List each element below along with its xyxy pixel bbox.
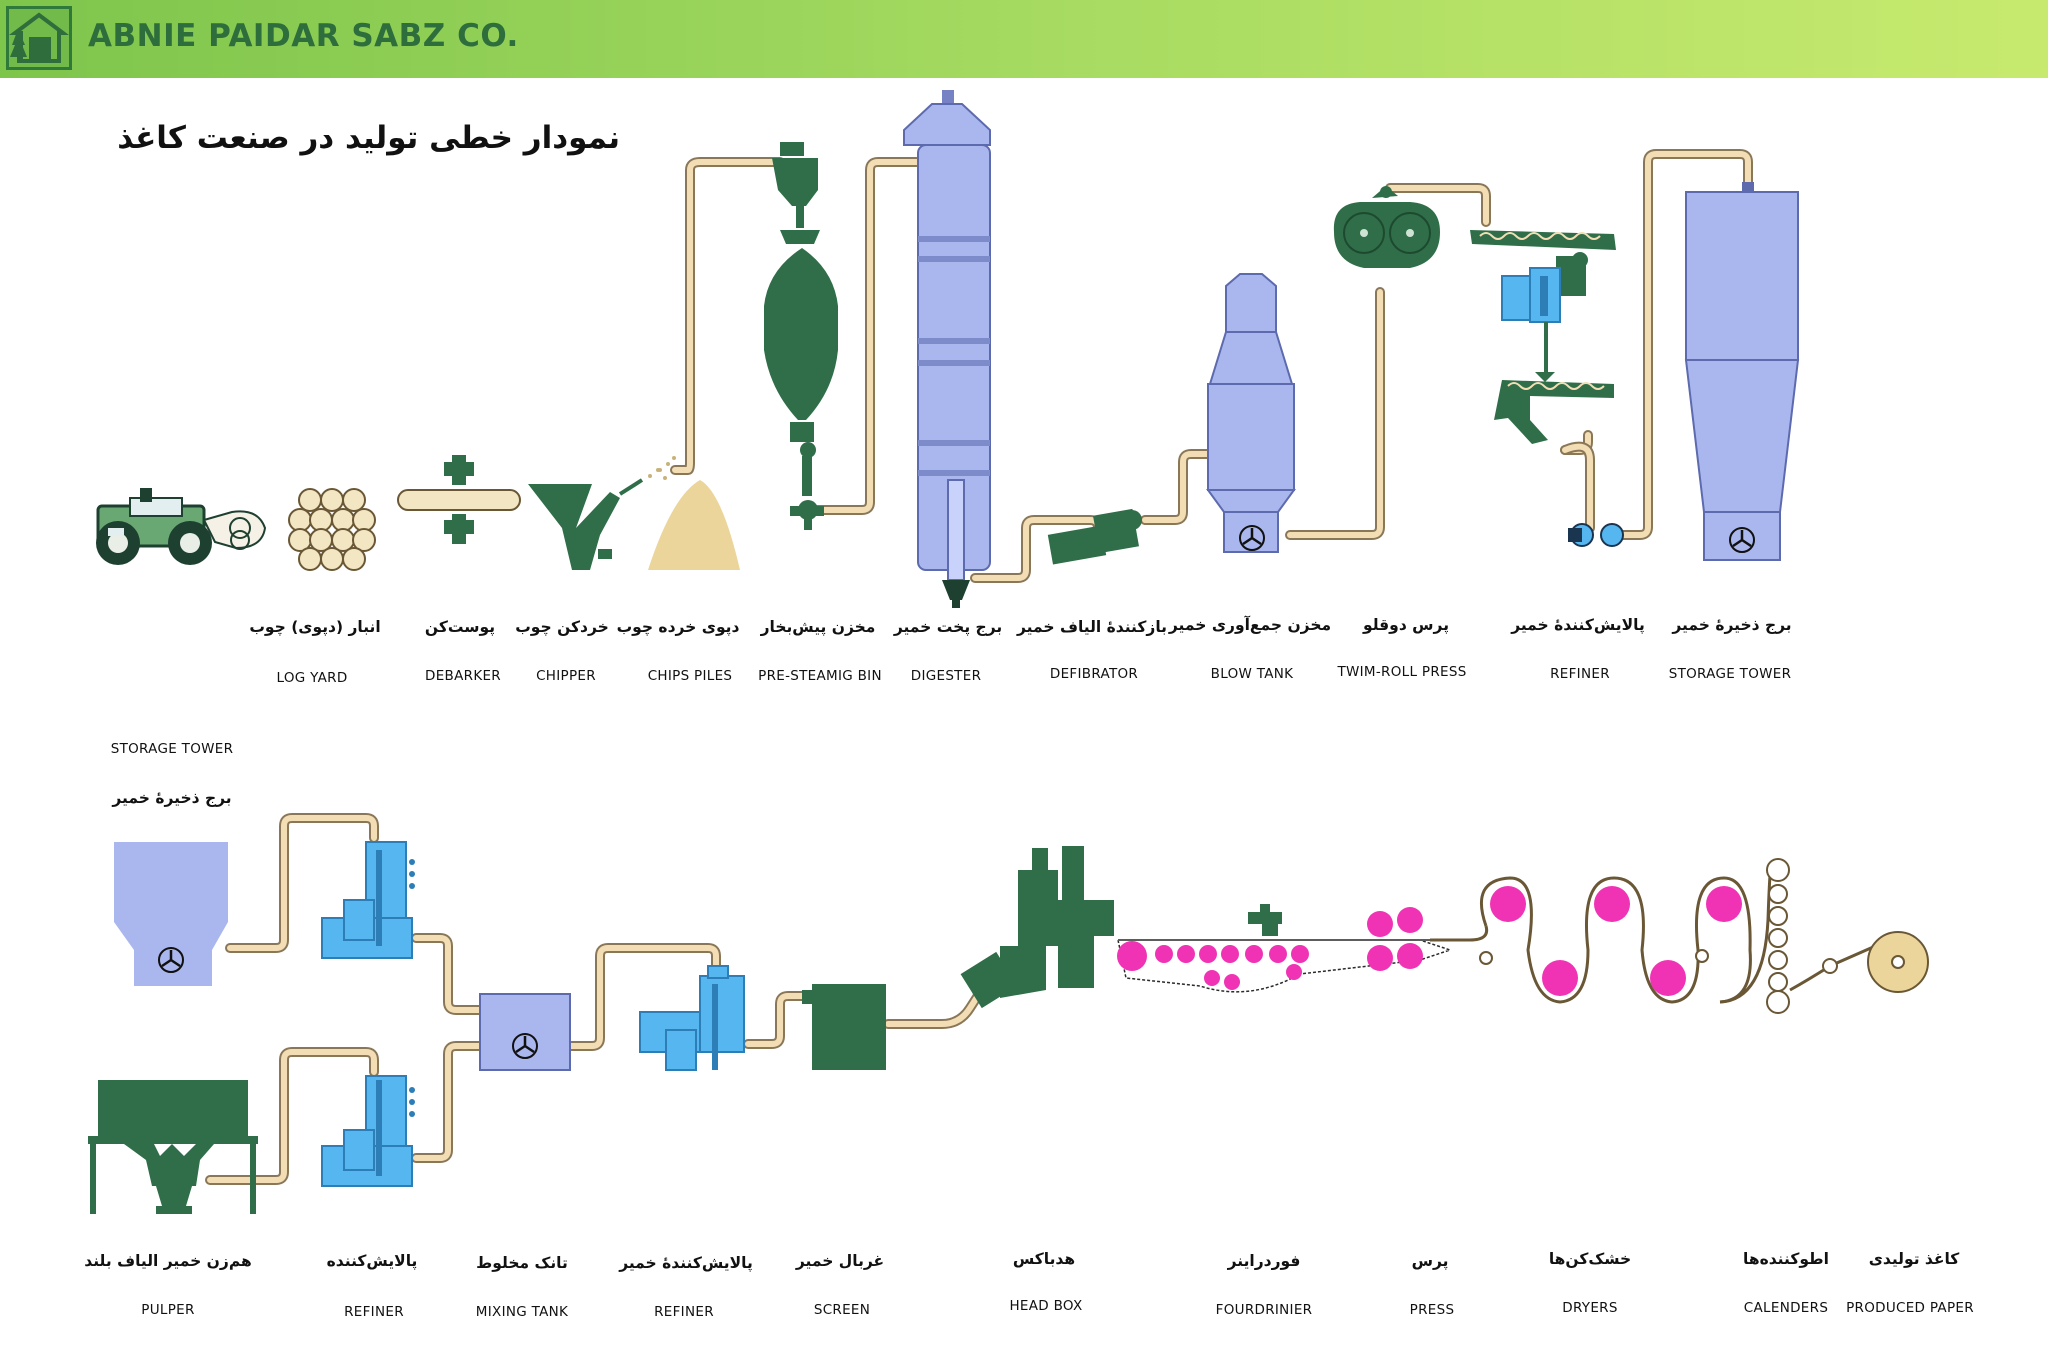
row1-label-fa: مخزن جمع‌آوری خمیر: [1168, 615, 1331, 634]
row1-label-en: REFINER: [1550, 666, 1610, 682]
refiner-upper-icon: [321, 841, 415, 959]
log-loader-icon: [96, 488, 267, 565]
row2-label-en: SCREEN: [814, 1302, 870, 1318]
screen-icon: [802, 984, 886, 1070]
row1-label-fa: پوست‌کن: [425, 618, 495, 637]
row2-label-en: FOURDRINIER: [1216, 1302, 1313, 1318]
log-pile-icon: [288, 488, 376, 571]
row2-label-en: DRYERS: [1562, 1300, 1617, 1316]
head-box-icon: [960, 846, 1114, 1009]
refiner-mid-icon: [639, 965, 745, 1071]
row2-label-fa: فوردراینر: [1227, 1252, 1301, 1270]
company-name: ABNIE PAIDAR SABZ CO.: [88, 18, 519, 54]
row1-label-en: BLOW TANK: [1211, 666, 1294, 682]
row2-pipes: [205, 813, 993, 1185]
pulper-icon: [88, 1080, 258, 1214]
paper-roll-icon: [1867, 931, 1929, 993]
row1-label-en: DEBARKER: [425, 668, 501, 684]
calenders-icon: [1719, 858, 1881, 1014]
chipper-icon: [528, 468, 667, 570]
row2-label-en: REFINER: [344, 1304, 404, 1320]
pre-steaming-bin-icon: [764, 142, 838, 530]
row1-label-en: LOG YARD: [276, 670, 347, 686]
row1-label-fa: بازکنندهٔ الیاف خمیر: [1016, 618, 1167, 636]
storage-tower-icon: [1684, 182, 1800, 561]
row1-label-en: CHIPS PILES: [648, 668, 733, 684]
defibrator-icon: [1047, 508, 1142, 565]
row2-label-fa: پالایش‌کننده: [327, 1252, 418, 1271]
row2-label-en: PULPER: [141, 1302, 194, 1318]
row2-label-en: MIXING TANK: [476, 1304, 569, 1320]
row1-pipes: [670, 149, 1753, 583]
diagram-title: نمودار خطی تولید در صنعت کاغذ: [117, 120, 620, 156]
row2-label-en: PRODUCED PAPER: [1846, 1300, 1974, 1316]
row1-label-fa: مخزن پیش‌بخار: [760, 618, 876, 637]
digester-icon: [903, 90, 991, 608]
row2-labels: STORAGE TOWER برج ذخیرهٔ خمیر هم‌زن خمیر…: [84, 741, 1974, 1320]
row1-label-fa: انبار (دپوی) چوب: [249, 618, 380, 637]
row1-label-fa: برج ذخیرهٔ خمیر: [1671, 616, 1791, 634]
row2-label-fa: غربال خمیر: [795, 1252, 884, 1270]
row2-label-en: CALENDERS: [1744, 1300, 1828, 1316]
storage-tower-small-icon: [114, 842, 228, 986]
storage-tower-row2-en: STORAGE TOWER: [111, 741, 234, 757]
dryers-icon: [1430, 876, 1752, 1004]
row2-label-fa: هدباکس: [1013, 1250, 1075, 1268]
row2-label-fa: هم‌زن خمیر الیاف بلند: [84, 1252, 252, 1270]
process-flow-diagram: انبار (دپوی) چوب LOG YARD پوست‌کن DEBARK…: [84, 90, 1974, 1320]
row1-label-fa: پالایش‌کنندهٔ خمیر: [1510, 616, 1645, 635]
row2-label-fa: کاغذ تولیدی: [1869, 1250, 1961, 1268]
press-icon: [1367, 907, 1423, 971]
header-bar: ABNIE PAIDAR SABZ CO.: [0, 0, 2048, 78]
row2-label-en: HEAD BOX: [1009, 1298, 1082, 1314]
mixing-tank-icon: [479, 993, 571, 1071]
row1-label-en: TWIM-ROLL PRESS: [1336, 664, 1466, 680]
row1-label-en: DIGESTER: [911, 668, 982, 684]
row2-label-fa: تانک مخلوط: [476, 1254, 568, 1272]
refiner-lower-icon: [321, 1075, 415, 1187]
chips-pile-icon: [648, 456, 740, 570]
row1-labels: انبار (دپوی) چوب LOG YARD پوست‌کن DEBARK…: [249, 615, 1791, 686]
row1-label-fa: برج پخت خمیر: [893, 618, 1002, 637]
row2-label-fa: پالایش‌کنندهٔ خمیر: [618, 1254, 753, 1273]
row1-label-en: DEFIBRATOR: [1050, 666, 1138, 682]
row1-label-fa: خردکن چوب: [515, 618, 609, 637]
fourdrinier-icon: [1117, 904, 1453, 993]
row2-label-en: PRESS: [1410, 1302, 1455, 1318]
row2-label-fa: پرس: [1412, 1252, 1449, 1271]
house-tree-logo-icon: [6, 6, 72, 70]
row1-label-fa: پرس دوقلو: [1362, 616, 1449, 635]
row2-label-en: REFINER: [654, 1304, 714, 1320]
blow-tank-icon: [1206, 273, 1296, 553]
row2-label-fa: اطوکننده‌ها: [1743, 1250, 1829, 1268]
debarker-icon: [397, 455, 521, 544]
twin-roll-press-icon: [1333, 186, 1440, 268]
storage-tower-row2-fa: برج ذخیرهٔ خمیر: [111, 789, 231, 807]
row2-label-fa: خشک‌کن‌ها: [1549, 1250, 1631, 1268]
row1-label-en: STORAGE TOWER: [1669, 666, 1792, 682]
row1-label-fa: دپوی خرده چوب: [617, 618, 740, 637]
row1-label-en: CHIPPER: [536, 668, 596, 684]
refiner-icon: [1470, 230, 1624, 547]
row1-label-en: PRE-STEAMIG BIN: [758, 668, 882, 684]
